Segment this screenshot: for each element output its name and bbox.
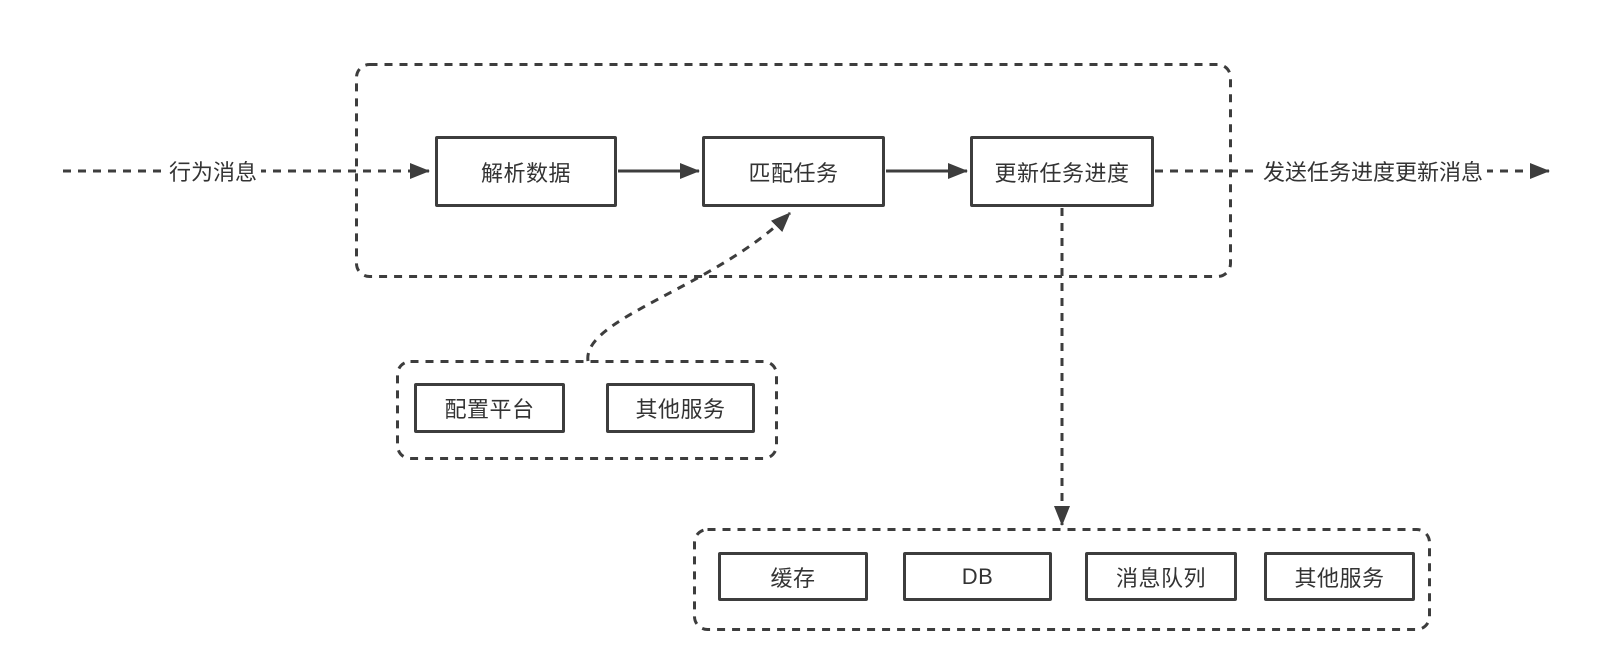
node-db-label: DB [961,563,994,589]
node-other-services-2-label: 其他服务 [1294,565,1385,591]
config-group: 配置平台 其他服务 [396,360,778,460]
node-cache: 缓存 [718,552,868,601]
storage-group-outline [693,528,1431,631]
node-update-task-progress: 更新任务进度 [970,136,1154,207]
node-config-platform: 配置平台 [414,383,565,433]
node-parse-data-label: 解析数据 [480,160,571,186]
node-other-services-2: 其他服务 [1264,552,1415,601]
node-parse-data: 解析数据 [435,136,617,207]
edge-label-output-message: 发送任务进度更新消息 [1258,154,1488,188]
node-cache-label: 缓存 [770,565,816,591]
storage-group: 缓存 DB 消息队列 其他服务 [693,528,1430,630]
edge-config-to-match [586,211,792,362]
pipeline-group: 解析数据 匹配任务 更新任务进度 [355,63,1232,277]
node-db: DB [903,552,1052,601]
node-update-task-progress-label: 更新任务进度 [994,160,1130,186]
node-other-services-label: 其他服务 [635,397,726,422]
node-match-task-label: 匹配任务 [748,160,839,186]
edge-label-input-message: 行为消息 [164,154,262,188]
node-config-platform-label: 配置平台 [444,397,535,422]
node-message-queue-label: 消息队列 [1115,565,1206,591]
node-match-task: 匹配任务 [702,136,885,207]
node-other-services: 其他服务 [606,383,755,433]
config-group-outline [396,360,778,460]
node-message-queue: 消息队列 [1085,552,1237,601]
